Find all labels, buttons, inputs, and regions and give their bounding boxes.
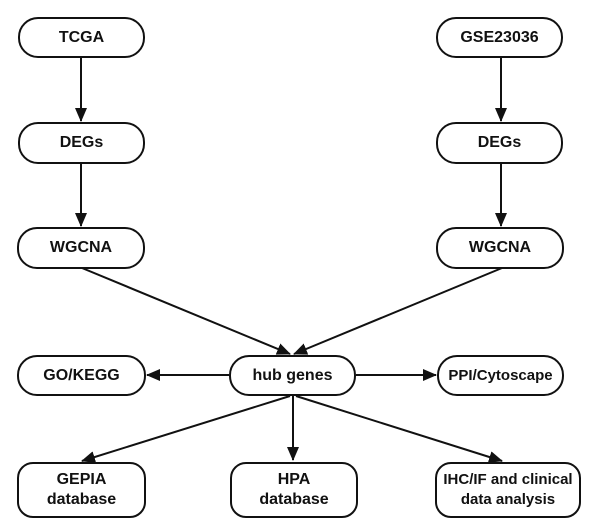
node-label: WGCNA	[468, 239, 532, 256]
node-ppi-cytoscape: PPI/Cytoscape	[437, 355, 564, 396]
node-gepia-database: GEPIA database	[17, 462, 146, 518]
node-degs-right: DEGs	[436, 122, 563, 164]
edge-wgcna-right-hub	[293, 267, 503, 355]
node-label: WGCNA	[49, 239, 113, 256]
node-label: HPA database	[259, 471, 329, 508]
node-wgcna-right: WGCNA	[436, 227, 564, 269]
node-label: DEGs	[59, 134, 104, 151]
node-hpa-database: HPA database	[230, 462, 358, 518]
node-wgcna-left: WGCNA	[17, 227, 145, 269]
edge-wgcna-left-hub	[81, 267, 291, 355]
node-hub-genes: hub genes	[229, 355, 356, 396]
node-tcga: TCGA	[18, 17, 145, 58]
node-label: hub genes	[252, 366, 333, 384]
node-label: GEPIA database	[46, 471, 117, 508]
node-label: IHC/IF and clinical data analysis	[443, 471, 573, 508]
node-label: PPI/Cytoscape	[448, 366, 553, 384]
edge-hub-gepia	[81, 395, 291, 463]
node-label: TCGA	[58, 28, 105, 46]
node-ihc-if-clinical: IHC/IF and clinical data analysis	[435, 462, 581, 518]
edge-hub-ihc	[295, 395, 503, 463]
node-label: DEGs	[477, 134, 522, 151]
node-gse23036: GSE23036	[436, 17, 563, 58]
node-label: GSE23036	[460, 28, 539, 46]
node-label: GO/KEGG	[43, 366, 120, 384]
node-degs-left: DEGs	[18, 122, 145, 164]
node-gokegg: GO/KEGG	[17, 355, 146, 396]
